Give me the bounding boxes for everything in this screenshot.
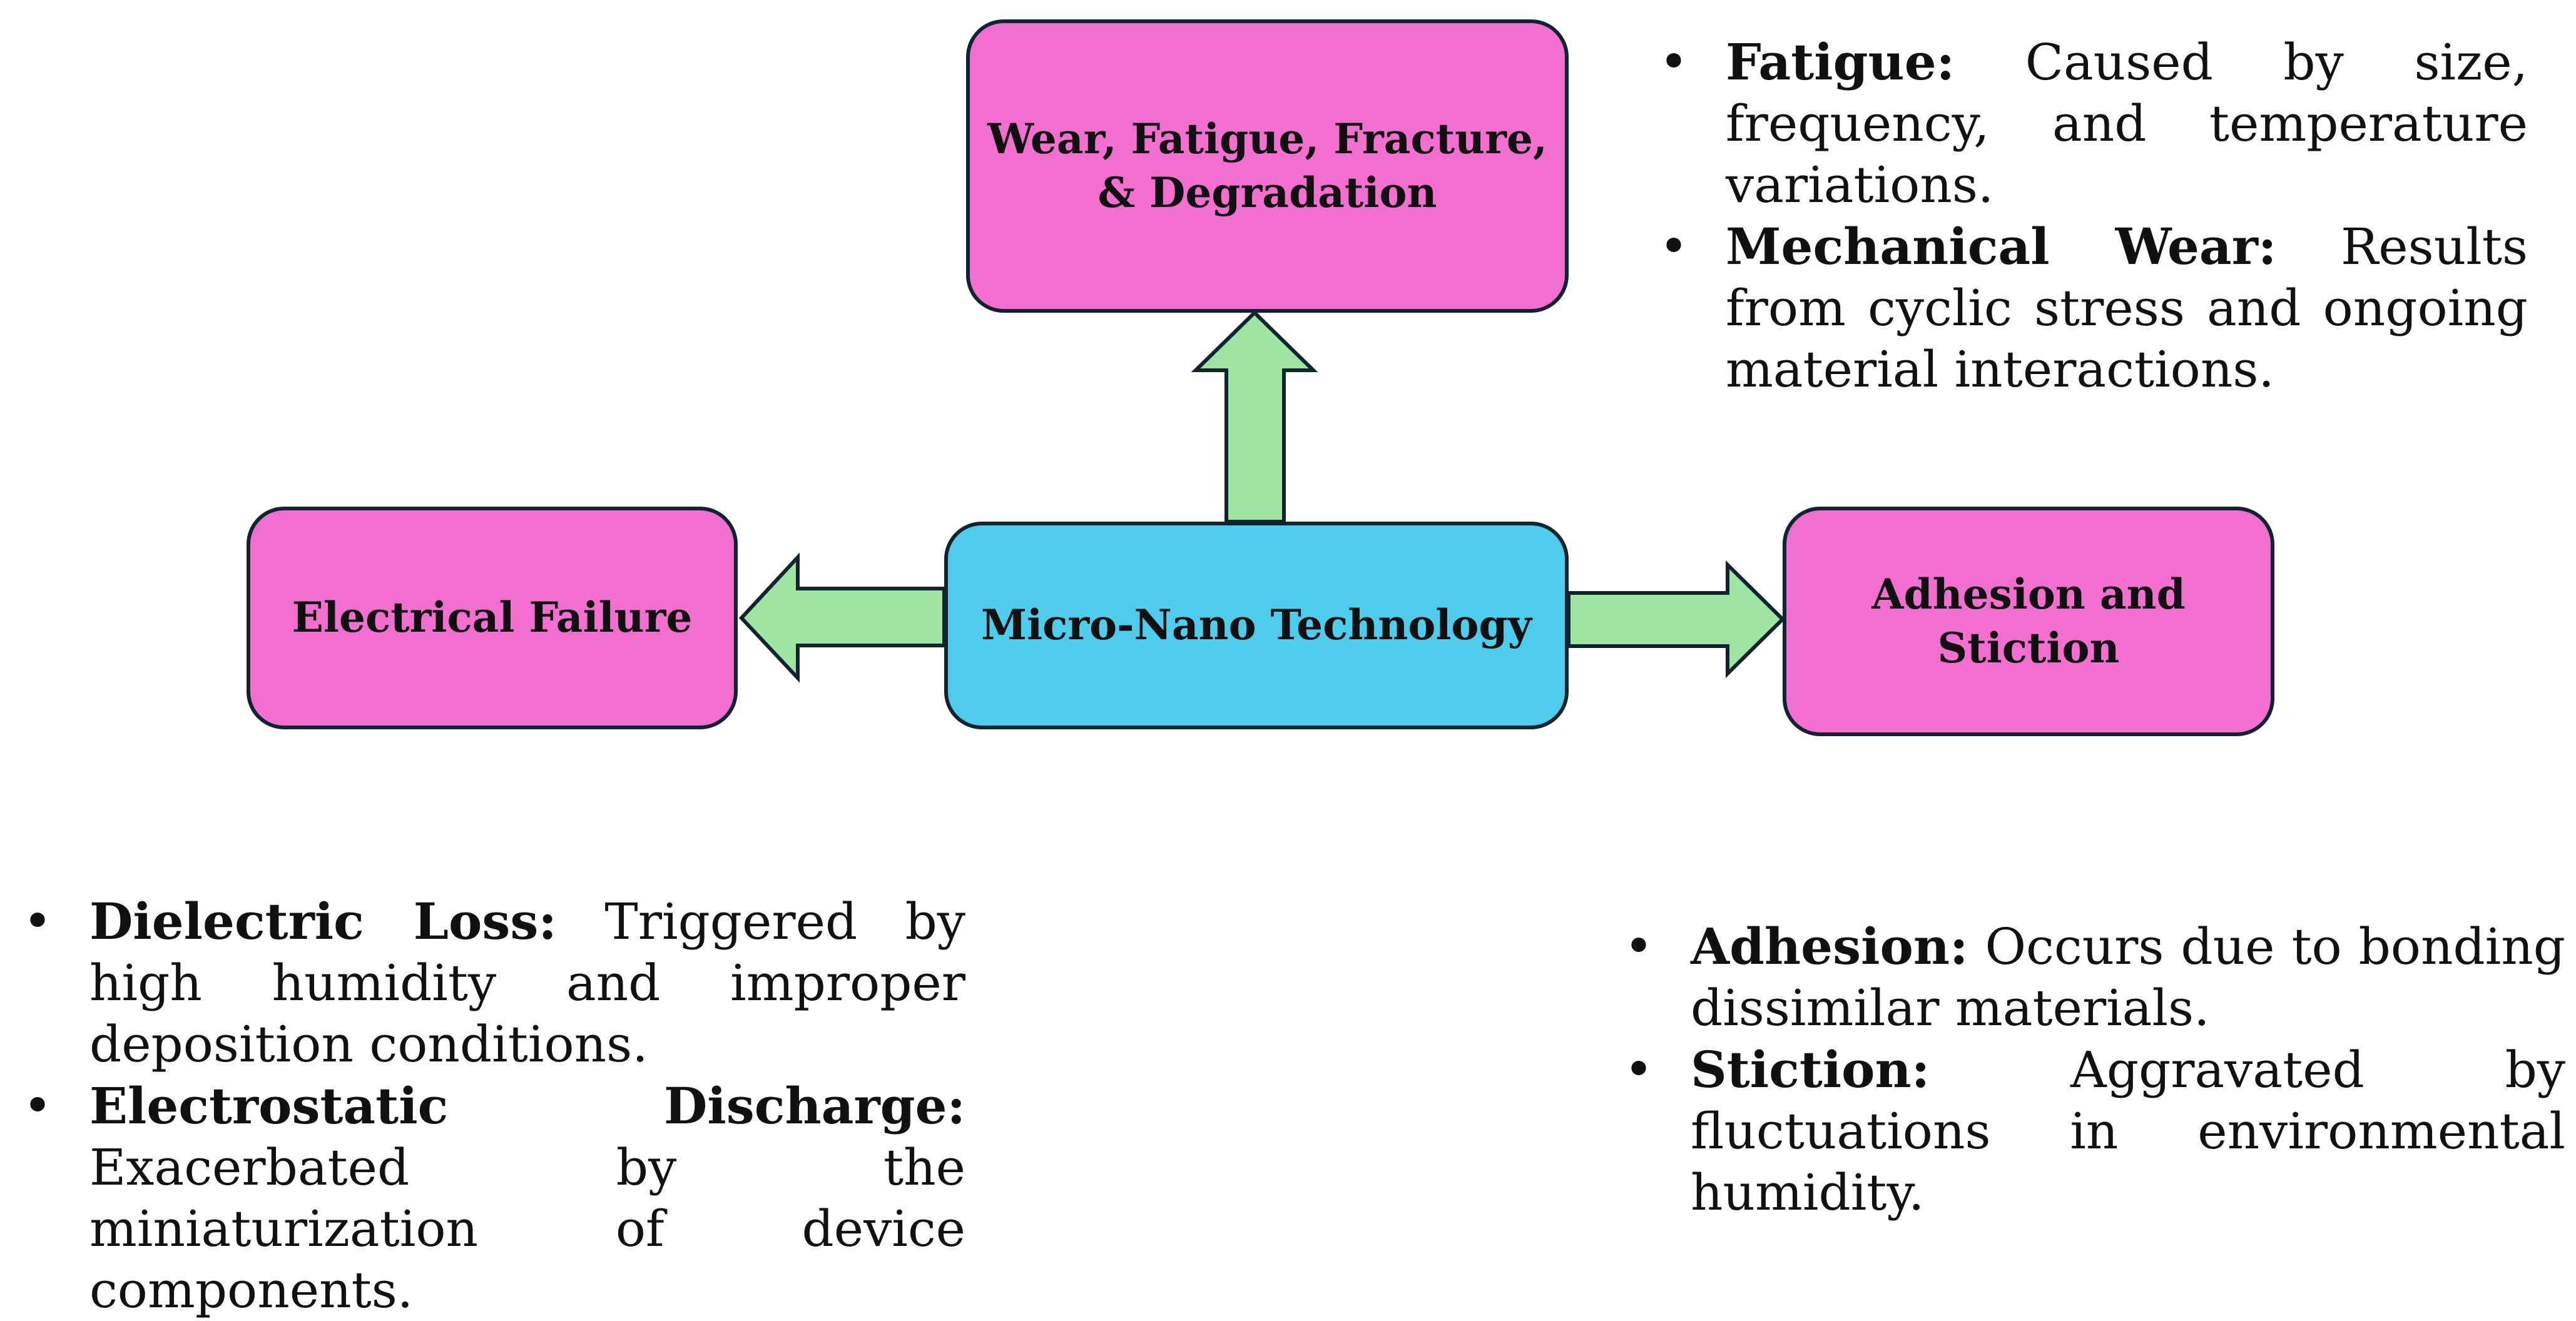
list-item: • Fatigue: Caused by size, frequency, and… <box>1652 31 2528 216</box>
list-item: • Dielectric Loss: Triggered by high humi… <box>16 891 965 1075</box>
wear-fatigue-box: Wear, Fatigue, Fracture, & Degradation <box>966 19 1569 313</box>
bullet-icon: • <box>1624 917 1654 975</box>
note-text: Aggravated by fluctuations in environmen… <box>1691 1041 2565 1222</box>
wear-fatigue-label: Wear, Fatigue, Fracture, & Degradation <box>987 114 1547 217</box>
list-item: • Mechanical Wear: Results from cyclic st… <box>1652 216 2528 400</box>
list-item: • Adhesion: Occurs due to bonding dissimi… <box>1617 916 2565 1039</box>
list-item: • Electrostatic Discharge: Exacerbated by… <box>16 1075 965 1321</box>
micro-nano-technology-box: Micro-Nano Technology <box>944 522 1569 729</box>
adhesion-stiction-label: Adhesion and Stiction <box>1871 569 2186 672</box>
note-term: Fatigue: <box>1726 33 1955 91</box>
note-text: Exacerbated by the miniaturization of de… <box>89 1138 965 1319</box>
note-term: Adhesion: <box>1691 917 1968 976</box>
note-text: Results from cyclic stress and ongoing m… <box>1726 218 2528 398</box>
note-text: Triggered by high humidity and improper … <box>89 893 965 1073</box>
micro-nano-technology-label: Micro-Nano Technology <box>981 600 1532 650</box>
electrical-failure-label: Electrical Failure <box>292 593 693 642</box>
bullet-icon: • <box>1659 217 1689 275</box>
note-term: Dielectric Loss: <box>89 892 557 951</box>
bullet-icon: • <box>23 1076 53 1135</box>
note-text: Caused by size, frequency, and temperatu… <box>1726 33 2528 214</box>
note-term: Mechanical Wear: <box>1726 217 2277 276</box>
adhesion-notes-list: • Adhesion: Occurs due to bonding dissimi… <box>1617 916 2565 1223</box>
arrow-up <box>1191 310 1318 524</box>
note-text: Occurs due to bonding dissimilar materia… <box>1691 918 2565 1037</box>
list-item: • Stiction: Aggravated by fluctuations in… <box>1617 1039 2565 1223</box>
adhesion-stiction-box: Adhesion and Stiction <box>1783 507 2274 736</box>
bullet-icon: • <box>23 892 53 950</box>
bullet-icon: • <box>1624 1040 1654 1098</box>
electrical-failure-box: Electrical Failure <box>247 507 738 729</box>
wear-notes-list: • Fatigue: Caused by size, frequency, and… <box>1652 31 2528 400</box>
electrical-notes-list: • Dielectric Loss: Triggered by high humi… <box>16 891 965 1321</box>
arrow-right <box>1567 560 1786 679</box>
arrows-layer <box>738 310 1786 683</box>
note-term: Stiction: <box>1691 1040 1930 1099</box>
arrow-left <box>738 552 946 683</box>
bullet-icon: • <box>1659 33 1689 91</box>
note-term: Electrostatic Discharge: <box>89 1076 965 1135</box>
